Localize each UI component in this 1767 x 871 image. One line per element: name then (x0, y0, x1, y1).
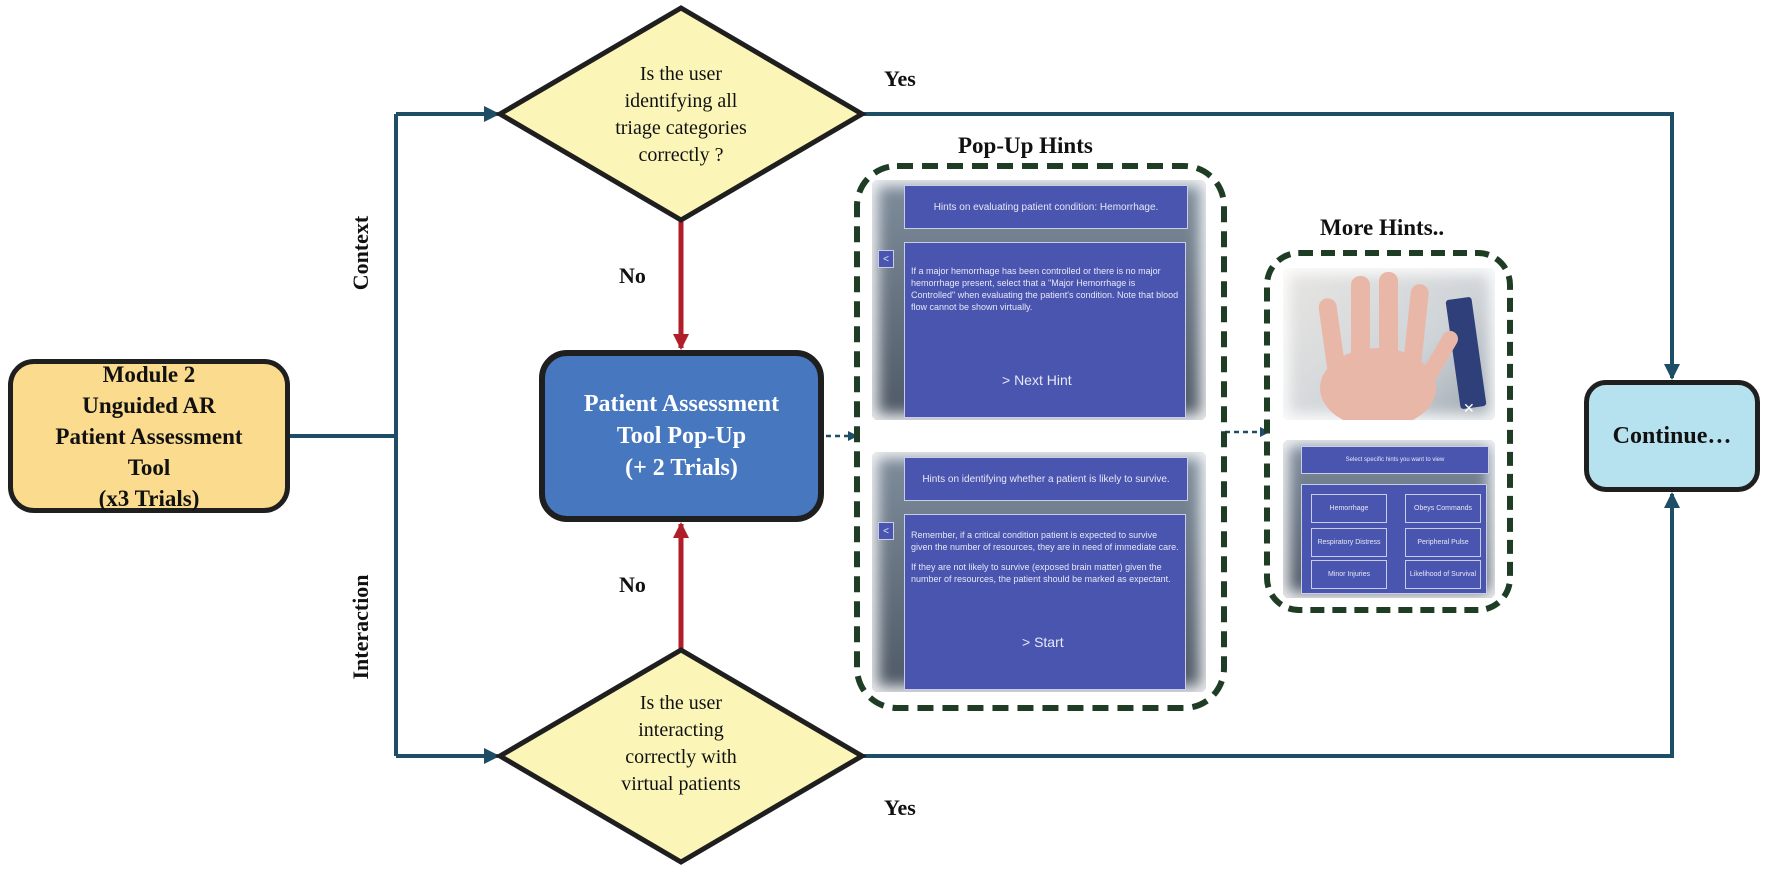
decision-bottom-line-3: correctly with (625, 746, 737, 768)
yes-bottom-path (862, 492, 1680, 758)
tile-minor-injuries: Minor Injuries (1311, 560, 1387, 589)
decision-bottom-text: Is the user interacting correctly with v… (581, 690, 781, 798)
menu-header: Select specific hints you want to view (1301, 446, 1489, 474)
tile-likelihood-of-survival: Likelihood of Survival (1405, 560, 1481, 589)
tile-respiratory-distress: Respiratory Distress (1311, 528, 1387, 557)
decision-top-line-3: triage categories (615, 117, 747, 139)
context-label: Context (348, 215, 373, 291)
screen2-header: Hints on identifying whether a patient i… (904, 457, 1188, 501)
interaction-label: Interaction (348, 574, 373, 680)
more-hints-group (1264, 250, 1513, 613)
yes-top-label: Yes (884, 66, 916, 91)
screen2-body-text-2: If they are not likely to survive (expos… (911, 562, 1171, 584)
decision-top-line-4: correctly ? (638, 144, 724, 166)
next-hint-button: > Next Hint (1002, 372, 1072, 388)
continue-label: Continue… (1612, 422, 1732, 449)
decision-bottom-line-1: Is the user (639, 692, 723, 714)
yes-bottom-label: Yes (884, 795, 916, 820)
menu-body (1301, 484, 1487, 594)
module-line-4: Tool (127, 454, 171, 480)
hint-menu-screen: Select specific hints you want to view H… (1283, 440, 1495, 598)
screen1-body-text: If a major hemorrhage has been controlle… (911, 266, 1179, 312)
tile-obeys-commands: Obeys Commands (1405, 494, 1481, 523)
decision-bottom-line-4: virtual patients (621, 773, 741, 795)
tool-line-3: (+ 2 Trials) (625, 455, 738, 481)
continue-box: Continue… (1584, 380, 1760, 492)
screen2-body: Remember, if a critical condition patien… (904, 514, 1186, 690)
popup-screen-survival: Hints on identifying whether a patient i… (872, 452, 1206, 692)
decision-bottom-line-2: interacting (638, 719, 724, 741)
decision-top-diamond (495, 5, 867, 223)
start-button: > Start (1022, 634, 1064, 650)
tool-line-1: Patient Assessment (583, 391, 780, 417)
screen1-header: Hints on evaluating patient condition: H… (904, 185, 1188, 229)
more-hints-title: More Hints.. (1320, 215, 1445, 240)
popup-hints-group (854, 163, 1227, 711)
popup-hints-title: Pop-Up Hints (958, 133, 1093, 158)
hand-photo-illustration: ✕ (1318, 272, 1487, 420)
no-bottom-label: No (619, 572, 646, 597)
module-line-5: (x3 Trials) (98, 485, 200, 511)
tile-hemorrhage: Hemorrhage (1311, 494, 1387, 523)
tile-peripheral-pulse: Peripheral Pulse (1405, 528, 1481, 557)
yes-top-path (862, 112, 1680, 380)
module-line-1: Module 2 (102, 361, 196, 387)
svg-text:✕: ✕ (1463, 401, 1475, 417)
decision-top-line-1: Is the user (639, 63, 723, 85)
screen1-back-icon: < (878, 250, 894, 268)
module-line-2: Unguided AR (82, 392, 216, 418)
patient-assessment-tool-box: Patient Assessment Tool Pop-Up (+ 2 Tria… (539, 350, 824, 522)
no-top-label: No (619, 263, 646, 288)
decision-top-text: Is the user identifying all triage categ… (581, 61, 781, 169)
tool-line-2: Tool Pop-Up (616, 423, 747, 449)
screen2-body-text-1: Remember, if a critical condition patien… (911, 530, 1179, 552)
module-2-box: Module 2 Unguided AR Patient Assessment … (8, 359, 290, 513)
popup-screen-hemorrhage: Hints on evaluating patient condition: H… (872, 180, 1206, 420)
screen2-back-icon: < (878, 522, 894, 540)
decision-bottom-diamond (495, 647, 867, 865)
module-line-3: Patient Assessment (55, 423, 243, 449)
screen1-body: If a major hemorrhage has been controlle… (904, 242, 1186, 418)
decision-top-line-2: identifying all (624, 90, 738, 112)
hand-photo: ✕ (1283, 268, 1495, 420)
